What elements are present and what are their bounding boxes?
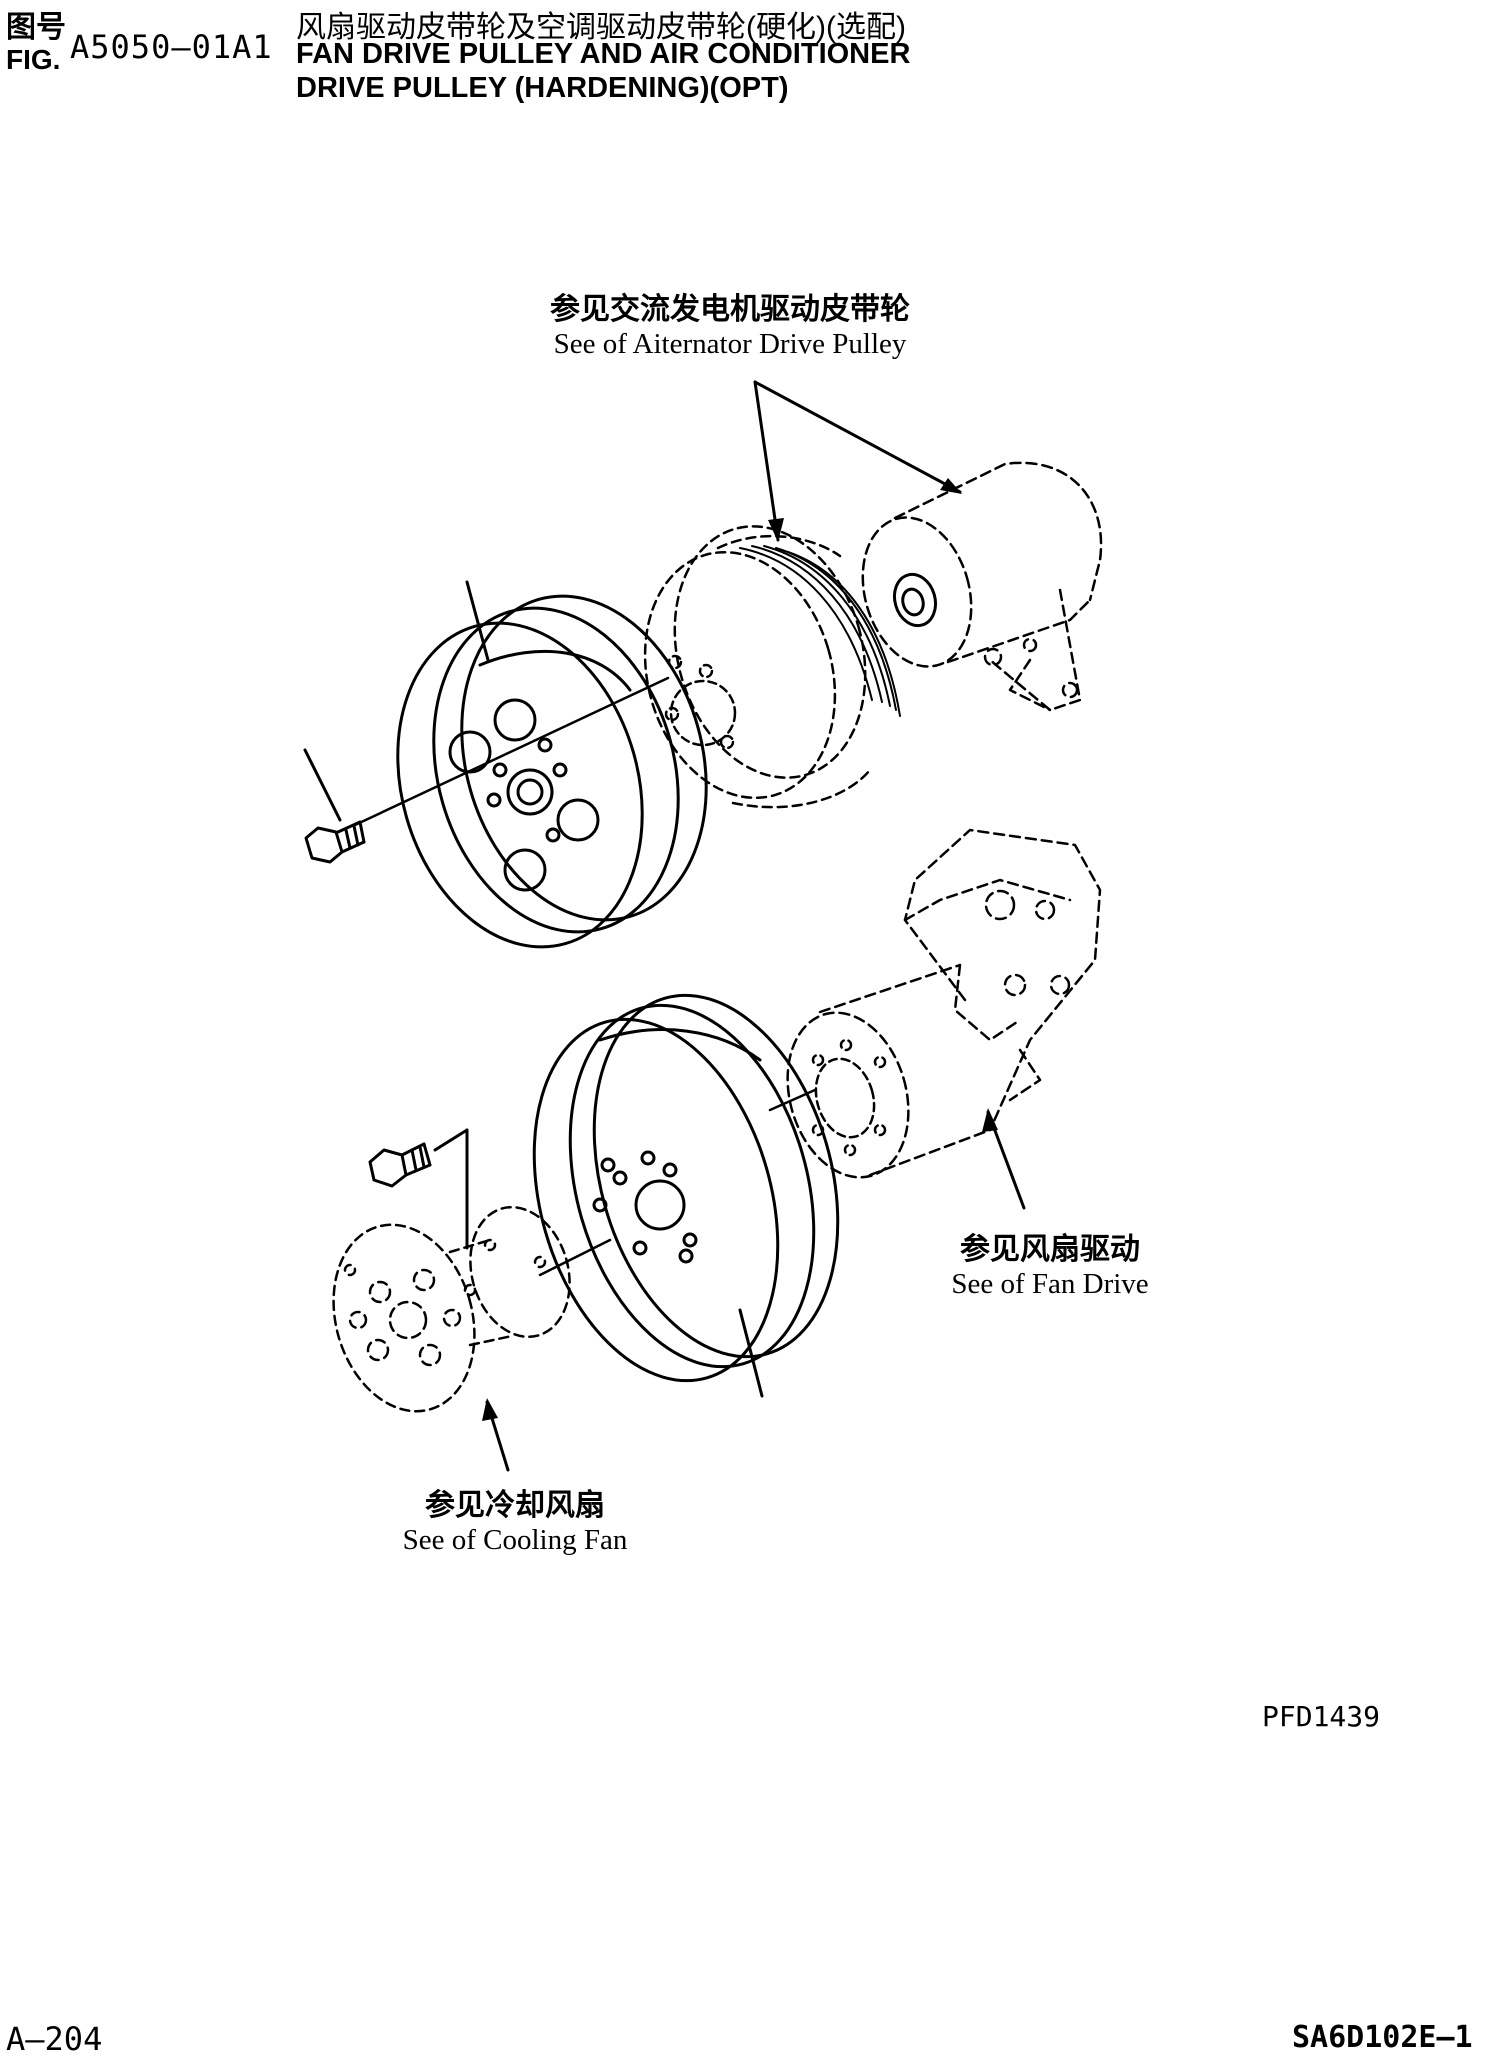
fig-label-cn: 图号 xyxy=(6,11,66,44)
axis-lines xyxy=(353,676,817,1277)
alternator-drive-pulley xyxy=(643,525,872,809)
fig-number: A5050—01A1 xyxy=(70,28,273,66)
fig-label-en: FIG. xyxy=(6,44,61,75)
title-en-line1: FAN DRIVE PULLEY AND AIR CONDITIONER xyxy=(296,38,911,70)
leader-lines xyxy=(303,380,1026,1472)
model-code: SA6D102E—1 xyxy=(1292,2020,1473,2055)
alternator-shaft xyxy=(892,572,938,628)
arrowheads xyxy=(482,478,998,1421)
cooling-fan-callout: 参见冷却风扇 See of Cooling Fan xyxy=(370,1488,660,1556)
alternator-pulley-grooves xyxy=(739,545,901,717)
bolt-lower xyxy=(368,1142,432,1188)
alternator-callout-en: See of Aiternator Drive Pulley xyxy=(553,328,907,360)
alternator-callout: 参见交流发电机驱动皮带轮 See of Aiternator Drive Pul… xyxy=(500,292,960,360)
fan-drive-callout-cn: 参见风扇驱动 xyxy=(960,1232,1140,1267)
alternator-pulley-hub xyxy=(664,654,737,750)
fan-drive-pulley-upper xyxy=(396,594,708,949)
bolt-upper xyxy=(304,820,366,864)
fan-drive-callout-en: See of Fan Drive xyxy=(951,1268,1149,1300)
fan-drive-callout: 参见风扇驱动 See of Fan Drive xyxy=(910,1232,1190,1300)
alternator-callout-cn: 参见交流发电机驱动皮带轮 xyxy=(550,292,910,327)
cooling-fan-callout-en: See of Cooling Fan xyxy=(402,1524,628,1556)
drawing-code: PFD1439 xyxy=(1262,1700,1381,1733)
page-number: A—204 xyxy=(6,2020,103,2058)
alternator-body xyxy=(861,461,1103,712)
fan-drive-flange xyxy=(811,1038,887,1157)
fan-drive-pulley-lower xyxy=(532,993,840,1383)
cooling-fan-callout-cn: 参见冷却风扇 xyxy=(425,1488,605,1523)
cooling-fan-spacer xyxy=(332,1205,571,1413)
title-en-line2: DRIVE PULLEY (HARDENING)(OPT) xyxy=(296,72,789,104)
title-cn: 风扇驱动皮带轮及空调驱动皮带轮(硬化)(选配) xyxy=(296,11,906,44)
fan-drive-housing xyxy=(786,828,1102,1179)
